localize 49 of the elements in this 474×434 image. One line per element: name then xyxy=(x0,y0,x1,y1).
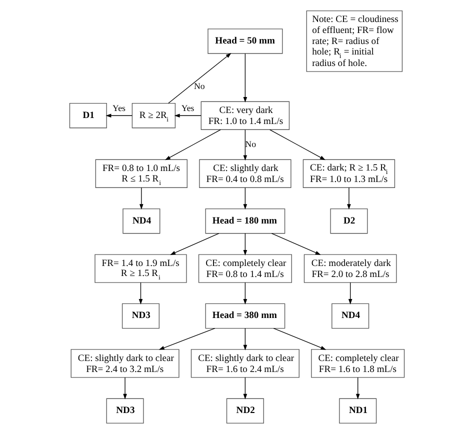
node-box: Head = 380 mm xyxy=(205,303,286,329)
arrow xyxy=(243,233,248,256)
arrow xyxy=(243,328,248,350)
node-box: CE: completely clear FR= 1.6 to 1.8 mL/s xyxy=(311,349,405,378)
arrow xyxy=(271,233,321,255)
arrow xyxy=(174,114,202,118)
node-box: R ≥ 2R$_{i}$ xyxy=(132,102,176,128)
arrow xyxy=(140,187,144,210)
node-box: ND4 xyxy=(122,208,160,234)
arrow xyxy=(269,129,326,160)
node-box: CE: slightly dark FR= 0.4 to 0.8 mL/s xyxy=(199,159,292,188)
arrow xyxy=(243,282,248,304)
edge-label: Yes xyxy=(112,103,126,114)
node-box: ND2 xyxy=(226,398,264,424)
arrow xyxy=(106,114,132,118)
node-box: Head = 50 mm xyxy=(208,28,283,54)
arrow xyxy=(273,328,326,350)
node-box: D1 xyxy=(69,102,107,128)
node-box: D2 xyxy=(330,208,368,234)
node-box: FR= 0.8 to 1.0 mL/s R ≤ 1.5 R$_{i}$ xyxy=(95,159,188,188)
arrow xyxy=(158,328,216,350)
arrow xyxy=(243,53,248,103)
arrow xyxy=(123,377,127,400)
node-box: ND1 xyxy=(339,398,377,424)
node-box: ND4 xyxy=(332,303,370,329)
arrow xyxy=(243,129,248,161)
edge-label: No xyxy=(245,138,256,149)
node-box: Note: CE = cloudiness of effluent; FR= flow rate; R= radius of hole; R$_{i}$ = initial radius of hole. xyxy=(306,10,403,72)
arrow xyxy=(243,377,248,400)
edge-label: No xyxy=(194,80,205,91)
node-box: CE: slightly dark to clear FR= 1.6 to 2.4 mL/s xyxy=(190,349,300,378)
node-box: CE: completely clear FR= 0.8 to 1.4 mL/s xyxy=(198,254,292,283)
arrow xyxy=(138,282,143,304)
arrow xyxy=(170,233,220,255)
edge-label: Yes xyxy=(181,103,194,114)
arrow xyxy=(168,52,232,104)
node-box: CE: slightly dark to clear FR= 2.4 to 3.2 mL/s xyxy=(70,349,180,378)
node-box: CE: dark; R ≥ 1.5 R$_{i}$ FR= 1.0 to 1.3 mL/s xyxy=(302,159,396,188)
node-box: ND3 xyxy=(122,303,160,329)
node-box: CE: very dark FR: 1.0 to 1.4 mL/s xyxy=(200,101,290,130)
node-box: CE: moderately dark FR= 2.0 to 2.8 mL/s xyxy=(304,254,397,283)
arrow xyxy=(164,129,221,160)
arrow xyxy=(348,282,352,304)
node-box: ND3 xyxy=(106,398,144,424)
arrow xyxy=(356,377,360,400)
arrow xyxy=(347,187,351,210)
node-box: FR= 1.4 to 1.9 mL/s R ≥ 1.5 R$_{i}$ xyxy=(94,254,187,283)
arrow xyxy=(243,187,248,210)
node-box: Head = 180 mm xyxy=(205,208,286,234)
